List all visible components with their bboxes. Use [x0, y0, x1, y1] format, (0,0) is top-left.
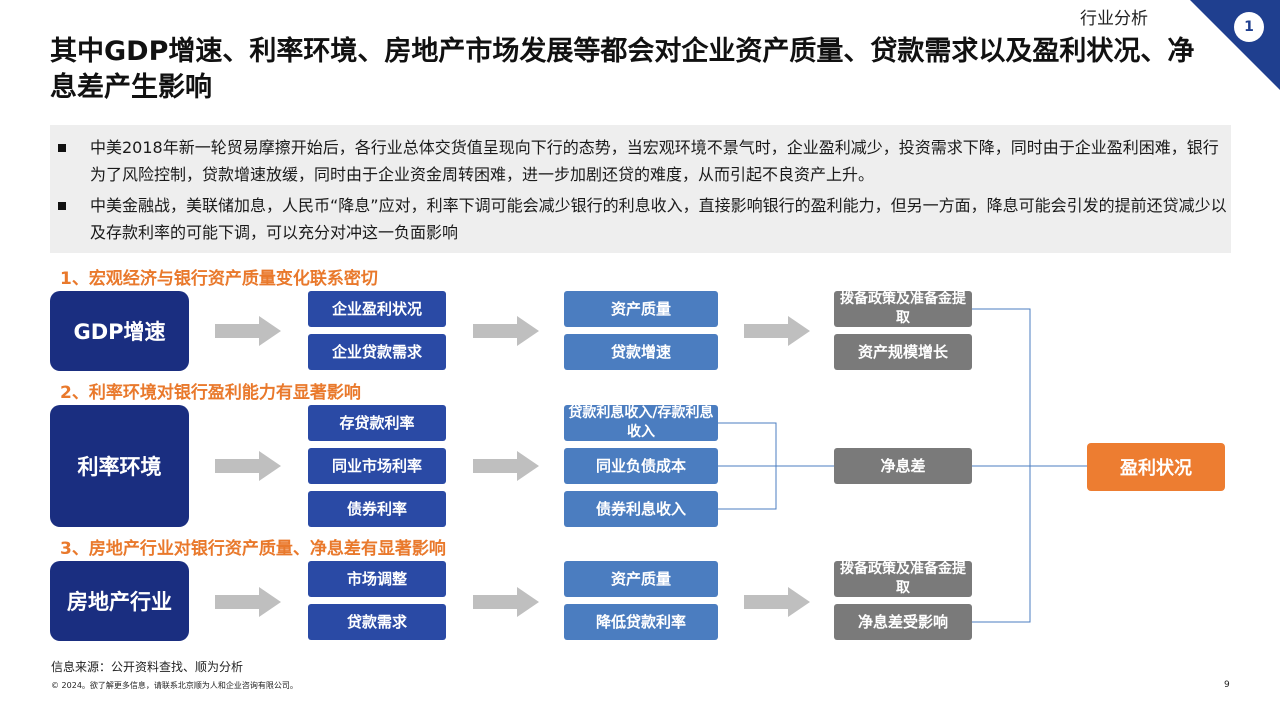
flow-box: 市场调整	[308, 561, 446, 597]
arrow-right-icon	[744, 587, 810, 617]
flow-box: 资产规模增长	[834, 334, 972, 370]
flow-box: 资产质量	[564, 561, 718, 597]
flow-box: 拨备政策及准备金提取	[834, 561, 972, 597]
arrow-right-icon	[215, 451, 281, 481]
arrow-right-icon	[215, 316, 281, 346]
flow-box: 债券利息收入	[564, 491, 718, 527]
section-label: 行业分析	[1080, 9, 1148, 29]
flow-box: 拨备政策及准备金提取	[834, 291, 972, 327]
page-title: 其中GDP增速、利率环境、房地产市场发展等都会对企业资产质量、贷款需求以及盈利状…	[50, 36, 1195, 103]
driver-interest-rate: 利率环境	[50, 405, 189, 527]
arrow-right-icon	[473, 587, 539, 617]
section-heading-2: 2、利率环境对银行盈利能力有显著影响	[60, 383, 361, 403]
bullet-text: 中美金融战，美联储加息，人民币“降息”应对，利率下调可能会减少银行的利息收入，直…	[90, 196, 1227, 242]
section-heading-3: 3、房地产行业对银行资产质量、净息差有显著影响	[60, 539, 446, 559]
copyright-note: © 2024。欲了解更多信息，请联系北京顺为人和企业咨询有限公司。	[51, 681, 298, 690]
flow-box: 净息差受影响	[834, 604, 972, 640]
bullet-square-icon	[58, 202, 66, 210]
arrow-right-icon	[744, 316, 810, 346]
flow-box: 降低贷款利率	[564, 604, 718, 640]
page-number: 9	[1224, 680, 1230, 690]
flow-box: 贷款需求	[308, 604, 446, 640]
flow-box: 同业负债成本	[564, 448, 718, 484]
flow-box: 贷款利息收入/存款利息收入	[564, 405, 718, 441]
arrow-right-icon	[215, 587, 281, 617]
bullet-square-icon	[58, 144, 66, 152]
flow-box: 同业市场利率	[308, 448, 446, 484]
flow-box: 企业盈利状况	[308, 291, 446, 327]
driver-gdp-growth: GDP增速	[50, 291, 189, 371]
flow-box: 贷款增速	[564, 334, 718, 370]
source-note: 信息来源：公开资料查找、顺为分析	[51, 660, 244, 674]
flow-box: 债券利率	[308, 491, 446, 527]
section-heading-1: 1、宏观经济与银行资产质量变化联系密切	[60, 269, 378, 289]
bullet-text: 中美2018年新一轮贸易摩擦开始后，各行业总体交货值呈现向下行的态势，当宏观环境…	[90, 138, 1219, 184]
flow-box: 存贷款利率	[308, 405, 446, 441]
flow-box: 净息差	[834, 448, 972, 484]
flow-box: 企业贷款需求	[308, 334, 446, 370]
driver-real-estate: 房地产行业	[50, 561, 189, 641]
bullet-panel: 中美2018年新一轮贸易摩擦开始后，各行业总体交货值呈现向下行的态势，当宏观环境…	[50, 125, 1231, 253]
flow-box: 资产质量	[564, 291, 718, 327]
result-profitability: 盈利状况	[1087, 443, 1225, 491]
arrow-right-icon	[473, 451, 539, 481]
section-number-badge: 1	[1234, 12, 1264, 42]
arrow-right-icon	[473, 316, 539, 346]
